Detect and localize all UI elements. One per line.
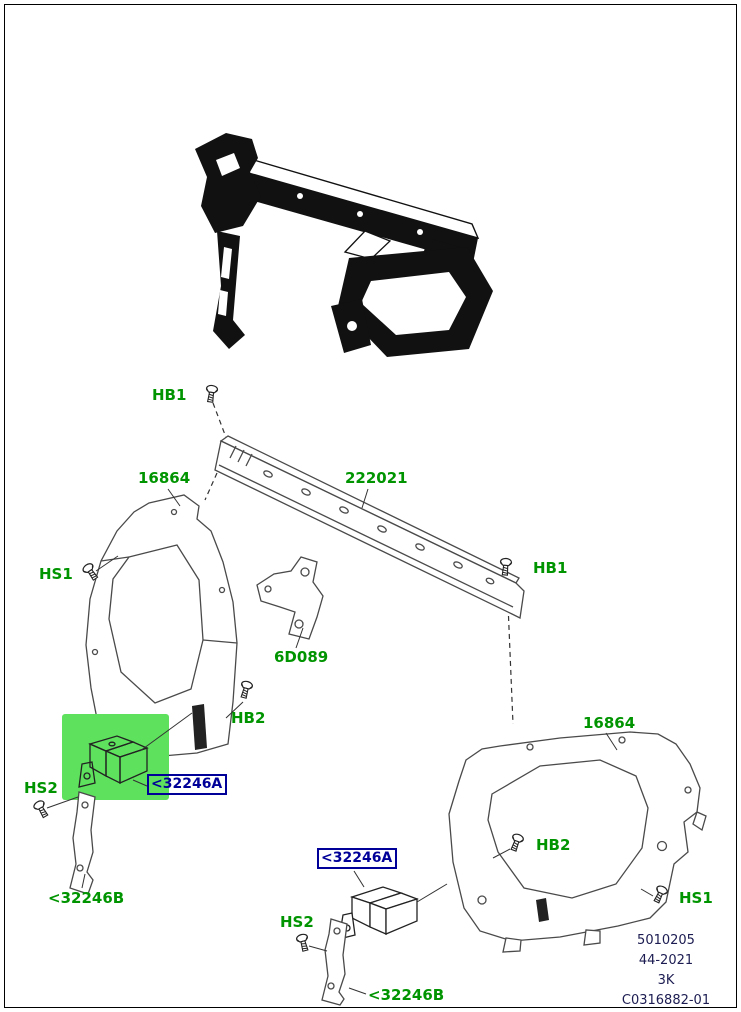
drawing-info: 5010205 44-2021 3K C0316882-01 [614,931,718,1011]
drawing-date-code: 44-2021 [638,953,694,968]
label-hs2-left[interactable]: HS2 [24,779,58,797]
bolt-hs2-center-icon [295,932,312,953]
label-222021[interactable]: 222021 [345,469,408,487]
label-hb2-right[interactable]: HB2 [536,836,571,854]
label-32246b-center[interactable]: <32246B [368,986,445,1004]
crossmember-222021 [214,435,525,619]
label-hb1-top[interactable]: HB1 [152,386,187,404]
label-hb2-left[interactable]: HB2 [231,709,266,727]
right-panel-16864 [448,731,707,953]
label-16864-left[interactable]: 16864 [138,469,191,487]
label-hb1-right[interactable]: HB1 [533,559,568,577]
bolt-hb2-left-icon [237,679,254,700]
leader-lines [46,488,654,995]
label-32246a-left[interactable]: <32246A [147,774,228,795]
bracket-32246a-left [78,735,149,788]
label-32246a-center[interactable]: <32246A [317,848,398,869]
dashed-leader-lines [204,402,514,725]
label-16864-right[interactable]: 16864 [583,714,636,732]
label-hs1-left[interactable]: HS1 [39,565,73,583]
bracket-32246a-center [338,886,419,940]
top-assembly-crossmember [195,133,493,357]
strap-32246b-left [69,791,96,895]
label-6d089[interactable]: 6D089 [274,648,329,666]
bracket-6d089 [256,556,324,640]
drawing-part-number: 5010205 [637,933,695,948]
bolt-hb1-top-icon [204,384,219,404]
label-32246b-left[interactable]: <32246B [48,889,125,907]
bolt-hs2-left-icon [31,798,51,820]
drawing-size-code: 3K [657,973,675,988]
left-panel-16864 [85,494,238,758]
label-hs2-center[interactable]: HS2 [280,913,314,931]
drawing-id: C0316882-01 [621,993,711,1008]
strap-32246b-center [321,918,348,1006]
label-hs1-right[interactable]: HS1 [679,889,713,907]
